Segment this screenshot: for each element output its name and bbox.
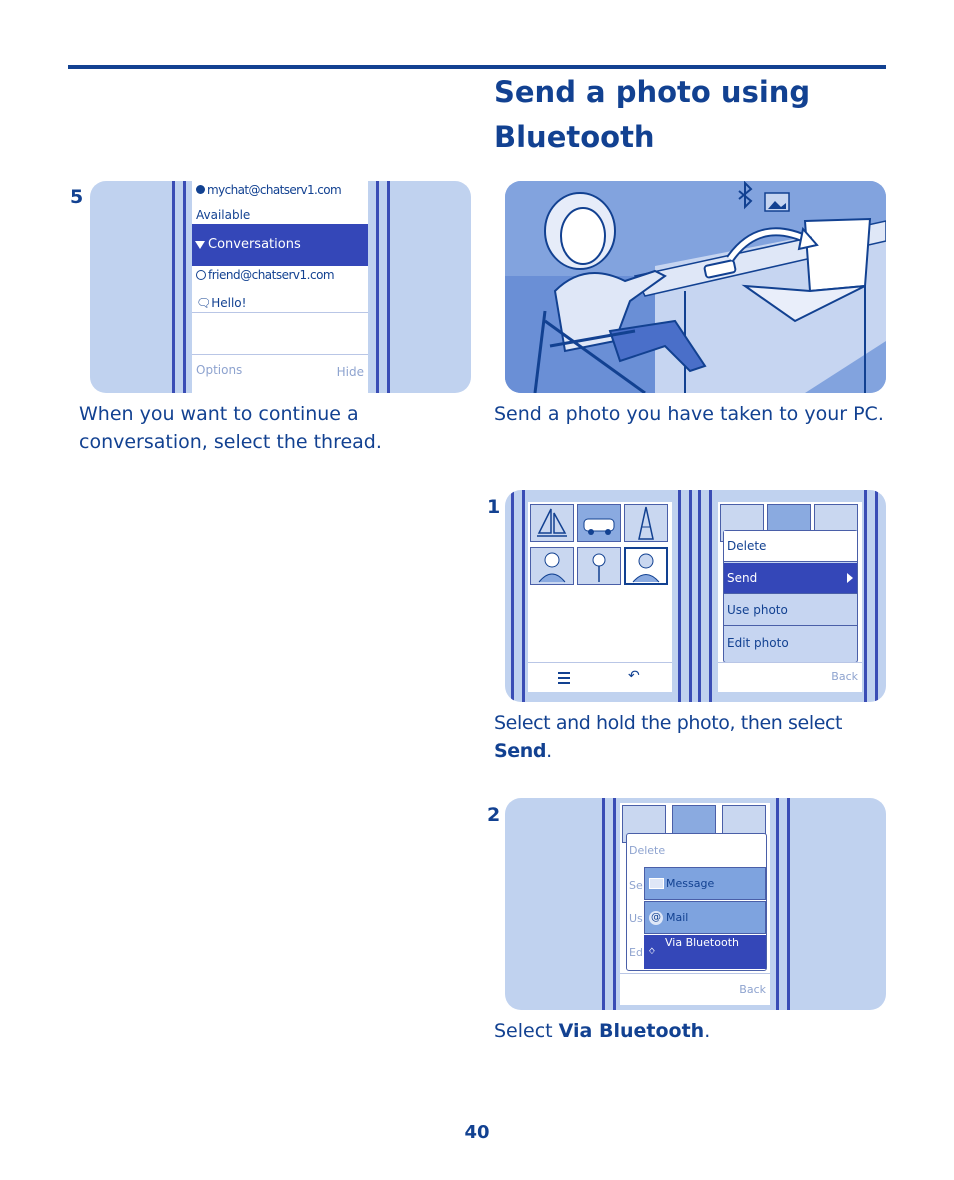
menu-item-edit-photo[interactable]: Edit photo <box>724 627 857 658</box>
menu-icon[interactable] <box>558 672 570 684</box>
photo-menu-screen: Delete Send Use photo Edit photo Back <box>718 502 862 692</box>
step5-illustration: mychat@chatserv1.com Available Conversat… <box>90 181 471 393</box>
phone-frame-mid2 <box>698 490 712 702</box>
person-icon <box>632 553 660 583</box>
contact-address: mychat@chatserv1.com <box>207 183 342 197</box>
person-thumbnail[interactable] <box>530 547 574 585</box>
menu-item-send[interactable]: Send <box>724 563 857 594</box>
tower-thumbnail[interactable] <box>624 504 668 542</box>
phone-frame-left <box>511 490 525 702</box>
eiffel-tower-icon <box>638 506 654 540</box>
divider <box>192 312 368 313</box>
step-number-1: 1 <box>487 496 501 518</box>
contact-row[interactable]: mychat@chatserv1.com <box>196 183 342 197</box>
top-rule <box>68 65 886 69</box>
selected-person-thumbnail[interactable] <box>624 547 668 585</box>
menu-item-send-label: Send <box>727 571 758 585</box>
menu-item-delete[interactable]: Delete <box>724 531 857 562</box>
step2-caption-text: Select <box>494 1020 559 1042</box>
step1-caption-text: Select and hold the photo, then select <box>494 712 843 734</box>
menu-item-send-partial: Se <box>629 879 643 892</box>
step2-caption-end: . <box>704 1020 711 1042</box>
conversations-label: Conversations <box>208 237 301 252</box>
friend-address: friend@chatserv1.com <box>208 268 335 282</box>
step-number-2: 2 <box>487 804 501 826</box>
phone-frame-mid <box>678 490 692 702</box>
menu-item-edit-partial: Ed <box>629 946 643 959</box>
step2-illustration: Delete Se Us Ed Message @ Mail ᛜ Via Blu… <box>505 798 886 1010</box>
car-thumbnail[interactable] <box>577 504 621 542</box>
bluetooth-icon: ᛜ <box>648 945 656 960</box>
intro-illustration <box>505 181 886 393</box>
person-icon <box>538 552 566 583</box>
triangle-down-icon <box>195 241 205 249</box>
menu-item-delete: Delete <box>629 844 666 857</box>
divider <box>620 973 770 974</box>
step1-caption: Select and hold the photo, then select S… <box>494 709 894 765</box>
phone-frame-left <box>172 181 186 393</box>
chevron-right-icon <box>847 573 853 583</box>
back-arrow-icon[interactable]: ↶ <box>628 668 640 684</box>
page-number: 40 <box>464 1122 490 1143</box>
send-menu-screen: Delete Se Us Ed Message @ Mail ᛜ Via Blu… <box>620 803 770 1005</box>
menu-item-use-photo[interactable]: Use photo <box>724 595 857 626</box>
step2-caption: Select Via Bluetooth. <box>494 1017 894 1045</box>
flower-icon <box>592 553 606 582</box>
envelope-icon <box>649 878 664 889</box>
page-title: Send a photo using Bluetooth <box>494 75 811 154</box>
menu-item-use-partial: Us <box>629 912 643 925</box>
at-sign-icon: @ <box>649 911 663 925</box>
flower-thumbnail[interactable] <box>577 547 621 585</box>
status-text: Available <box>196 208 251 222</box>
options-softkey[interactable]: Options <box>196 363 243 377</box>
message-row[interactable]: 🗨Hello! <box>196 296 246 310</box>
intro-caption: Send a photo you have taken to your PC. <box>494 403 884 425</box>
sailboat-icon <box>537 508 567 537</box>
step1-illustration: ↶ Delete Send Use photo Edit photo Back <box>505 490 886 702</box>
chat-screen: mychat@chatserv1.com Available Conversat… <box>192 181 368 393</box>
gallery-screen: ↶ <box>528 502 672 692</box>
step1-caption-send: Send <box>494 740 547 762</box>
step1-caption-end: . <box>546 740 552 762</box>
online-dot-icon <box>196 185 205 194</box>
chat-bubble-icon: 🗨 <box>196 296 212 310</box>
phone-frame-left <box>602 798 616 1010</box>
back-softkey[interactable]: Back <box>831 670 858 683</box>
message-preview: Hello! <box>211 296 247 310</box>
divider <box>528 662 672 663</box>
phone-frame-right <box>776 798 790 1010</box>
context-menu: Delete Send Use photo Edit photo <box>723 530 858 663</box>
phone-frame-right <box>864 490 878 702</box>
presence-icon <box>196 270 206 280</box>
car-icon <box>583 518 615 535</box>
step-number-5: 5 <box>70 186 84 208</box>
submenu-item-via-bluetooth[interactable]: ᛜ Via Bluetooth <box>644 935 766 969</box>
divider <box>192 354 368 355</box>
back-softkey[interactable]: Back <box>739 983 766 996</box>
conversations-row[interactable]: Conversations <box>192 224 368 266</box>
send-submenu: Message @ Mail ᛜ Via Bluetooth <box>644 867 766 969</box>
person-sending-photo-illustration <box>505 181 886 393</box>
phone-frame-right <box>376 181 390 393</box>
step5-caption: When you want to continue a conversation… <box>79 403 382 453</box>
friend-row[interactable]: friend@chatserv1.com <box>196 268 335 282</box>
hide-softkey[interactable]: Hide <box>336 365 364 379</box>
submenu-item-message[interactable]: Message <box>644 867 766 900</box>
submenu-item-mail[interactable]: @ Mail <box>644 901 766 934</box>
step2-caption-via-bluetooth: Via Bluetooth <box>558 1020 705 1042</box>
divider <box>718 662 862 663</box>
sailboat-thumbnail[interactable] <box>530 504 574 542</box>
submenu-item-mail-label: Mail <box>666 911 689 924</box>
submenu-item-message-label: Message <box>666 877 715 890</box>
submenu-item-via-bluetooth-label: Via Bluetooth <box>665 936 739 949</box>
